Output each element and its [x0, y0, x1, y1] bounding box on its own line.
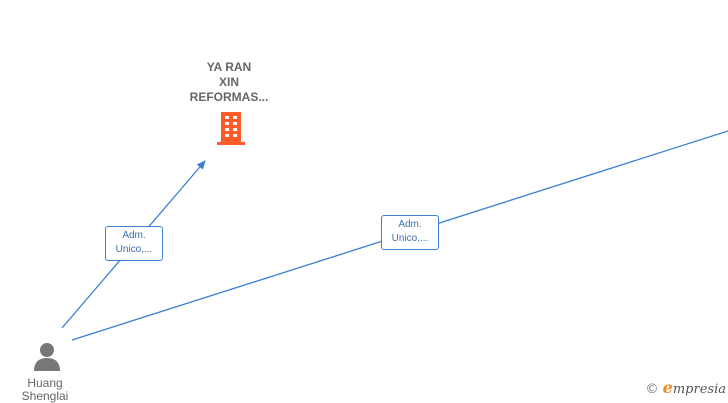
relation-label-line: Unico,... — [391, 233, 429, 244]
company-name-line: XIN — [218, 75, 239, 89]
person-name-line: Huang — [27, 376, 63, 390]
relation-label-line: Unico,... — [115, 244, 153, 255]
relation-label-line: Adm. — [398, 219, 422, 230]
company-name-line: REFORMAS... — [189, 90, 269, 104]
relation-label-line: Adm. — [122, 230, 146, 241]
company-name[interactable]: YA RAN XIN REFORMAS... — [170, 60, 288, 105]
brand-initial: e — [662, 378, 673, 397]
copyright-icon: © — [645, 382, 659, 397]
building-icon[interactable] — [215, 110, 247, 146]
person-name[interactable]: Huang Shenglai — [5, 377, 85, 403]
company-name-line: YA RAN — [206, 60, 252, 74]
relation-label[interactable]: Adm. Unico,... — [105, 226, 163, 261]
brand-name: mpresia — [672, 382, 726, 397]
empresia-watermark: © empresia — [646, 378, 726, 397]
person-name-line: Shenglai — [21, 389, 69, 403]
relation-label[interactable]: Adm. Unico,... — [381, 215, 439, 250]
person-icon[interactable] — [31, 340, 63, 372]
